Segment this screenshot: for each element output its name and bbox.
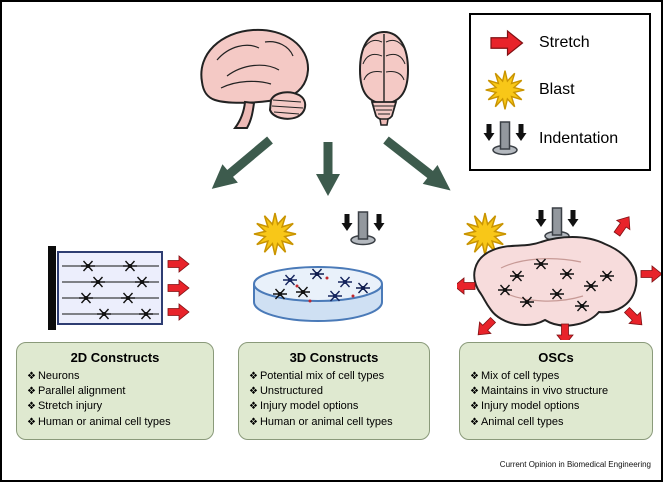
stretch-arrow-icon [556,323,574,340]
box-item: ❖Human or animal cell types [249,415,419,430]
stretch-arrow-icon [167,255,190,273]
legend-box: Stretch Blast Indentation [469,13,651,171]
stretch-arrow-icon [483,26,527,60]
box-item-text: Human or animal cell types [37,415,171,428]
info-box-oscs: OSCs ❖Mix of cell types ❖Maintains in vi… [459,342,653,440]
blast-icon [253,212,297,256]
box-item: ❖Parallel alignment [27,384,203,399]
brain-lateral-illustration [200,28,310,129]
box-item-text: Parallel alignment [37,385,126,398]
box-item: ❖Injury model options [470,399,642,414]
legend-label-blast: Blast [539,80,575,98]
box-item: ❖Human or animal cell types [27,415,203,430]
bullet-icon: ❖ [27,416,36,428]
box-item: ❖Stretch injury [27,399,203,414]
anchor-bar [48,246,56,330]
bullet-icon: ❖ [470,416,479,428]
stretch-arrow-icon [457,277,476,295]
box-item: ❖Injury model options [249,399,419,414]
box-item-text: Animal cell types [480,415,564,428]
box-item-text: Maintains in vivo structure [480,385,609,398]
box-title: 2D Constructs [70,350,160,365]
box-item: ❖Animal cell types [470,415,642,430]
bullet-icon: ❖ [470,401,479,413]
indentation-icon [340,211,386,246]
bullet-icon: ❖ [249,401,258,413]
legend-label-stretch: Stretch [539,33,590,51]
box-item: ❖Potential mix of cell types [249,369,419,384]
bullet-icon: ❖ [249,416,258,428]
osc-illustration [457,207,661,340]
box-item: ❖Maintains in vivo structure [470,384,642,399]
box-item-text: Potential mix of cell types [259,370,385,382]
info-box-3d-constructs: 3D Constructs ❖Potential mix of cell typ… [238,342,430,440]
box-item-text: Stretch injury [37,400,103,413]
indentation-icon [483,120,527,158]
flow-arrows [211,136,451,196]
legend-label-indentation: Indentation [539,130,619,148]
petri-dish-illustration [253,211,386,322]
bullet-icon: ❖ [249,386,258,398]
box-item: ❖Neurons [27,369,203,384]
stretch-arrow-icon [610,211,636,239]
bullet-icon: ❖ [27,371,36,382]
journal-credit: Current Opinion in Biomedical Engineerin… [499,460,651,469]
box-item-text: Injury model options [480,400,580,413]
box-item-text: Neurons [37,370,80,382]
box-item-text: Unstructured [259,385,323,398]
box-item-text: Human or animal cell types [259,415,393,428]
stretch-arrow-icon [620,303,648,331]
box-title: OSCs [538,350,574,365]
box-item-text: Injury model options [259,400,359,413]
box-item: ❖Mix of cell types [470,369,642,384]
box-item-text: Mix of cell types [480,370,560,382]
box-title: 3D Constructs [289,350,379,365]
brain-superior-illustration [358,30,410,126]
legend-item-blast: Blast [483,69,637,111]
info-box-2d-constructs: 2D Constructs ❖Neurons ❖Parallel alignme… [16,342,214,440]
bullet-icon: ❖ [27,386,36,398]
indentation-icon [534,207,580,242]
legend-item-stretch: Stretch [483,26,637,60]
2d-construct-illustration [48,246,190,330]
stretch-arrow-icon [640,265,661,283]
legend-item-indentation: Indentation [483,120,637,158]
stretch-arrow-icon [167,279,190,297]
stretch-arrow-icon [167,303,190,321]
bullet-icon: ❖ [470,371,479,382]
bullet-icon: ❖ [27,401,36,413]
blast-icon [483,69,527,111]
box-item: ❖Unstructured [249,384,419,399]
bullet-icon: ❖ [249,371,258,382]
stretch-arrow-icon [472,313,500,340]
bullet-icon: ❖ [470,386,479,398]
